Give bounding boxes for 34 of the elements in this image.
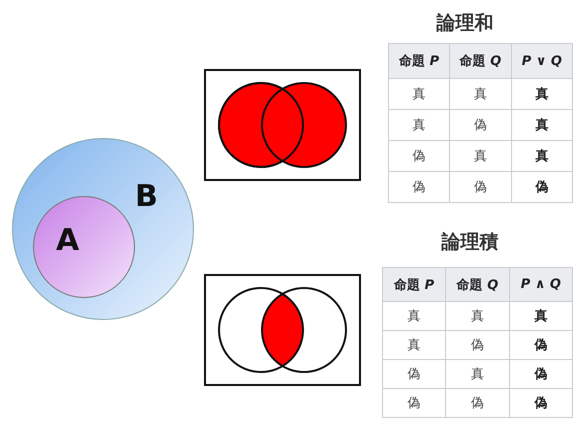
table-cell: 偽 [382, 388, 446, 418]
table-cell: 偽 [511, 172, 572, 202]
header-cell: 命題 P [388, 44, 450, 78]
table-cell: 真 [450, 78, 512, 110]
header-cell: 命題 Q [446, 268, 510, 302]
table-cell: 真 [382, 330, 446, 360]
set-letter: A [56, 223, 80, 258]
table-cell: 真 [446, 360, 510, 388]
table-cell: 偽 [509, 330, 572, 360]
table-cell: 偽 [446, 388, 510, 418]
table-cell: 偽 [450, 172, 512, 202]
table-cell: 真 [511, 140, 572, 172]
table-cell: 偽 [388, 140, 450, 172]
table-cell: 偽 [388, 172, 450, 202]
header-cell: 命題 Q [450, 44, 512, 78]
table-cell: 真 [382, 302, 446, 330]
table-title: 論理積 [440, 230, 500, 255]
table-cell: 偽 [509, 388, 572, 418]
table-cell: 偽 [446, 330, 510, 360]
table-cell: 真 [450, 140, 512, 172]
table-cell: 真 [446, 302, 510, 330]
table-cell: 真 [388, 110, 450, 140]
table-cell: 偽 [450, 110, 512, 140]
header-cell: 命題 P [382, 268, 446, 302]
table-cell: 真 [388, 78, 450, 110]
table-cell: 偽 [509, 360, 572, 388]
table-cell: 真 [511, 110, 572, 140]
table-cell: 偽 [382, 360, 446, 388]
set-letter: B [135, 179, 158, 214]
header-cell: P ∧ Q [509, 268, 572, 302]
table-cell: 真 [509, 302, 572, 330]
table-title: 論理和 [435, 11, 494, 36]
table-cell: 真 [511, 78, 572, 110]
header-cell: P ∨ Q [511, 44, 572, 78]
